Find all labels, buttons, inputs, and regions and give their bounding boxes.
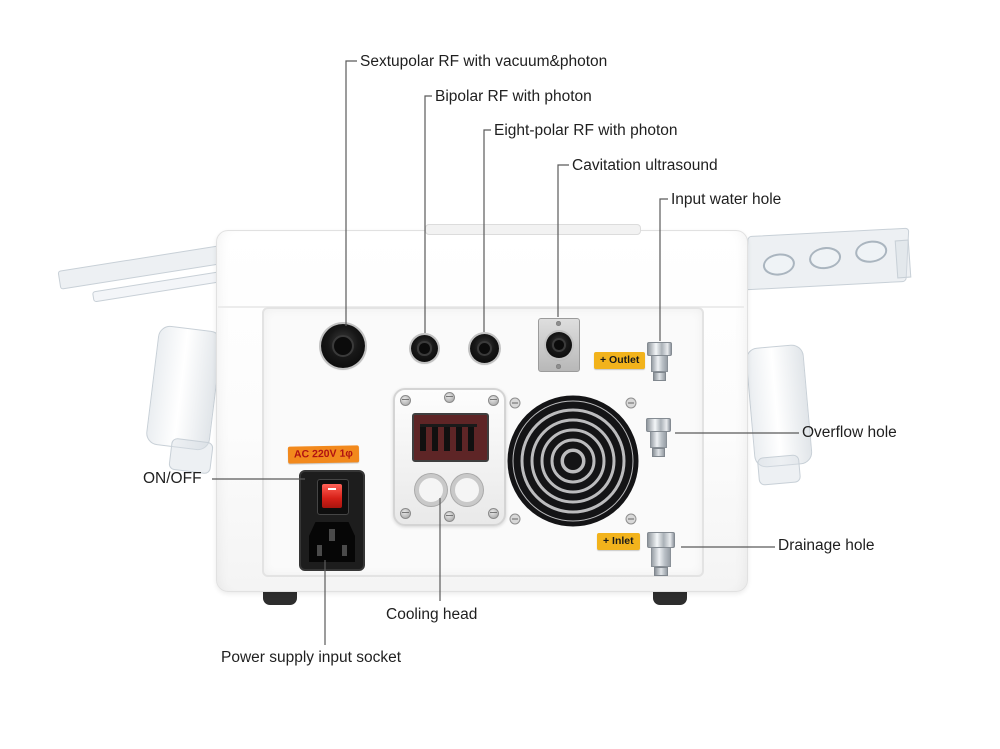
callout-on-off: ON/OFF	[143, 470, 202, 487]
fitting-barrel	[649, 432, 668, 448]
right-handpiece	[744, 343, 814, 469]
power-switch	[322, 484, 342, 508]
right-shelf-bracket	[894, 239, 912, 279]
sextupolar-rf-connector	[321, 324, 365, 368]
fitting-tip	[653, 372, 666, 381]
callout-sextupolar: Sextupolar RF with vacuum&photon	[360, 53, 608, 70]
eight-polar-rf-connector	[470, 334, 499, 363]
power-inlet-socket	[309, 522, 355, 562]
callout-drainage: Drainage hole	[778, 537, 875, 554]
outlet-tag: + Outlet	[594, 352, 646, 369]
voltage-tag: AC 220V 1φ	[287, 445, 360, 464]
screw-icon	[488, 395, 499, 406]
machine-foot-right	[653, 589, 687, 605]
cooling-head-plate	[393, 388, 506, 526]
fan-screws	[509, 397, 637, 525]
fan-rings	[507, 395, 639, 527]
overflow-fitting	[646, 418, 671, 457]
left-handpiece	[144, 324, 224, 452]
drainage-fitting	[647, 532, 675, 576]
input-water-fitting	[647, 342, 672, 381]
right-handpiece-tip	[756, 454, 802, 486]
fitting-tip	[654, 567, 668, 576]
machine-foot-left	[263, 589, 297, 605]
socket-pin	[342, 545, 347, 556]
cavitation-connector	[546, 332, 572, 358]
power-switch-housing	[317, 479, 349, 515]
fitting-barrel	[651, 548, 671, 567]
callout-eight-polar: Eight-polar RF with photon	[494, 122, 678, 139]
screw-icon	[444, 392, 455, 403]
screw-icon	[488, 508, 499, 519]
cooling-water-socket-left	[415, 474, 447, 506]
right-handpiece-shelf	[744, 227, 910, 291]
screw-icon	[400, 395, 411, 406]
callout-power-socket: Power supply input socket	[221, 649, 402, 666]
bipolar-rf-connector	[411, 335, 438, 362]
inlet-tag: + Inlet	[597, 533, 640, 550]
callout-bipolar: Bipolar RF with photon	[435, 88, 592, 105]
power-entry-module	[299, 470, 365, 571]
screw-icon	[400, 508, 411, 519]
callout-cooling-head: Cooling head	[386, 606, 478, 623]
socket-pin	[317, 545, 322, 556]
socket-pin	[329, 529, 335, 541]
screw-icon	[444, 511, 455, 522]
shelf-hole	[808, 246, 842, 270]
callout-input-water: Input water hole	[671, 191, 782, 208]
top-handle-recess	[425, 224, 641, 235]
fitting-nut	[647, 342, 672, 356]
fan-hub	[564, 452, 582, 470]
fitting-barrel	[650, 356, 669, 372]
callout-cavitation: Cavitation ultrasound	[572, 157, 718, 174]
cooling-head-terminal-block	[412, 413, 489, 462]
cooling-water-socket-right	[451, 474, 483, 506]
shelf-hole	[854, 239, 888, 264]
fitting-nut	[647, 532, 675, 548]
terminal-pins	[420, 424, 477, 451]
cooling-fan-grille	[507, 395, 639, 527]
cavitation-connector-plate	[538, 318, 580, 372]
shelf-hole	[762, 252, 796, 277]
fitting-nut	[646, 418, 671, 432]
callout-overflow: Overflow hole	[802, 424, 897, 441]
fitting-tip	[652, 448, 665, 457]
